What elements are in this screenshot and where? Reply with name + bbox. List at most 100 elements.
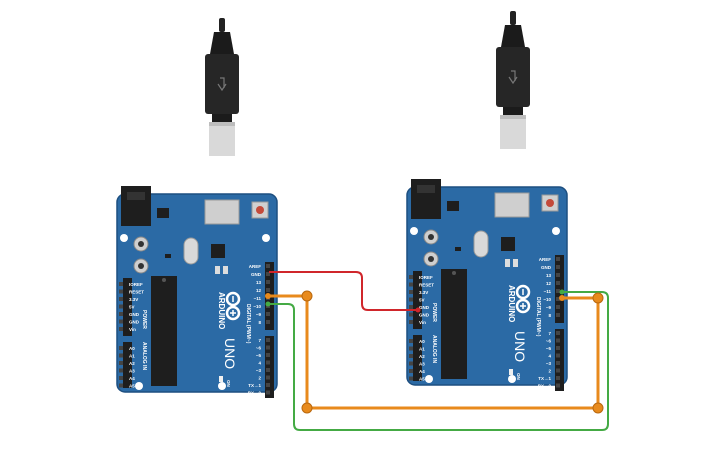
pin-socket[interactable] — [119, 319, 123, 324]
pin-label: GND — [419, 305, 430, 310]
pin-socket[interactable] — [119, 297, 123, 301]
wire-red-gnd[interactable] — [269, 271, 418, 311]
pin-socket[interactable] — [556, 376, 560, 380]
usb-cable-1[interactable] — [204, 17, 240, 157]
wire-endpoint[interactable] — [265, 301, 271, 307]
pin-socket[interactable] — [266, 360, 270, 365]
pin-socket[interactable] — [556, 353, 560, 358]
digital-header-label: DIGITAL (PWM~) — [535, 297, 541, 337]
pin-socket[interactable] — [266, 375, 270, 380]
pin-label: A1 — [419, 347, 425, 352]
pin-socket[interactable] — [556, 289, 560, 293]
pin-socket[interactable] — [266, 383, 270, 387]
wire-bend-point[interactable] — [592, 402, 604, 414]
pin-label: 4 — [548, 354, 551, 359]
analog-header-label: ANALOG IN — [431, 335, 437, 363]
pin-socket[interactable] — [409, 361, 413, 366]
pin-label: 2 — [548, 369, 551, 374]
pin-socket[interactable] — [119, 289, 123, 294]
header-digital-bottom[interactable] — [555, 329, 564, 391]
pin-socket[interactable] — [556, 281, 560, 285]
analog-header-label: ANALOG IN — [141, 342, 147, 370]
pin-socket[interactable] — [556, 383, 560, 388]
pin-socket[interactable] — [266, 264, 270, 268]
pin-socket[interactable] — [556, 338, 560, 343]
pin-label: TX→1 — [538, 376, 551, 381]
pin-socket[interactable] — [409, 312, 413, 317]
pin-socket[interactable] — [409, 354, 413, 358]
arduino-logo-icon — [225, 291, 241, 321]
pin-socket[interactable] — [556, 297, 560, 301]
pin-socket[interactable] — [556, 273, 560, 277]
pin-label: IOREF — [129, 282, 143, 287]
pin-label: 13 — [546, 273, 552, 278]
pin-label: Vin — [419, 320, 426, 325]
pin-socket[interactable] — [409, 369, 413, 373]
pin-socket[interactable] — [119, 361, 123, 365]
pin-label: 3.3V — [129, 297, 138, 302]
pin-socket[interactable] — [556, 305, 560, 309]
pin-socket[interactable] — [119, 376, 123, 380]
wire-orange-11-10[interactable] — [269, 294, 600, 410]
wire-bend-point[interactable] — [592, 292, 604, 304]
pin-socket[interactable] — [119, 368, 123, 373]
pin-socket[interactable] — [266, 368, 270, 372]
pin-socket[interactable] — [119, 383, 123, 388]
pin-label: A5 — [129, 384, 135, 389]
pin-socket[interactable] — [556, 361, 560, 365]
pin-socket[interactable] — [556, 265, 560, 269]
pin-socket[interactable] — [266, 288, 270, 292]
header-analog[interactable] — [413, 335, 422, 381]
pin-socket[interactable] — [266, 280, 270, 284]
pin-socket[interactable] — [409, 275, 413, 279]
pin-socket[interactable] — [119, 304, 123, 309]
wire-endpoint[interactable] — [559, 289, 565, 295]
pin-socket[interactable] — [266, 345, 270, 350]
pin-socket[interactable] — [556, 368, 560, 373]
pin-socket[interactable] — [266, 390, 270, 395]
wire-endpoint[interactable] — [415, 307, 421, 313]
pin-socket[interactable] — [409, 376, 413, 381]
wire-endpoint[interactable] — [265, 293, 271, 299]
pin-label: ~6 — [256, 346, 262, 351]
header-power[interactable] — [123, 278, 132, 336]
pin-socket[interactable] — [409, 320, 413, 324]
pin-socket[interactable] — [409, 290, 413, 294]
wire-bend-point[interactable] — [301, 402, 313, 414]
header-digital-bottom[interactable] — [265, 336, 274, 398]
pin-socket[interactable] — [409, 282, 413, 287]
pin-socket[interactable] — [266, 272, 270, 276]
pin-socket[interactable] — [556, 346, 560, 350]
pin-socket[interactable] — [119, 353, 123, 358]
pin-socket[interactable] — [119, 327, 123, 331]
pin-label: RX←0 — [248, 391, 262, 396]
pin-socket[interactable] — [409, 339, 413, 343]
pin-socket[interactable] — [266, 353, 270, 357]
pin-label: ~9 — [546, 305, 552, 310]
header-power[interactable] — [413, 271, 422, 329]
pin-socket[interactable] — [119, 346, 123, 350]
pin-socket[interactable] — [119, 312, 123, 316]
header-analog[interactable] — [123, 342, 132, 388]
pin-socket[interactable] — [409, 297, 413, 302]
pin-socket[interactable] — [556, 313, 560, 317]
pin-socket[interactable] — [409, 305, 413, 309]
pin-label: A3 — [419, 362, 425, 367]
pin-socket[interactable] — [556, 257, 560, 261]
pin-socket[interactable] — [556, 331, 560, 335]
wire-bend-point[interactable] — [301, 290, 313, 302]
wire-green-10-11[interactable] — [269, 291, 609, 431]
mount-hole — [135, 382, 143, 390]
wire-endpoint[interactable] — [559, 295, 565, 301]
pin-socket[interactable] — [119, 282, 123, 286]
pin-socket[interactable] — [266, 320, 270, 324]
pin-socket[interactable] — [409, 346, 413, 351]
pin-socket[interactable] — [266, 312, 270, 316]
pin-socket[interactable] — [266, 338, 270, 342]
usb-cable-2[interactable] — [495, 10, 531, 150]
mount-hole — [410, 227, 418, 235]
pin-label: ~11 — [544, 289, 552, 294]
